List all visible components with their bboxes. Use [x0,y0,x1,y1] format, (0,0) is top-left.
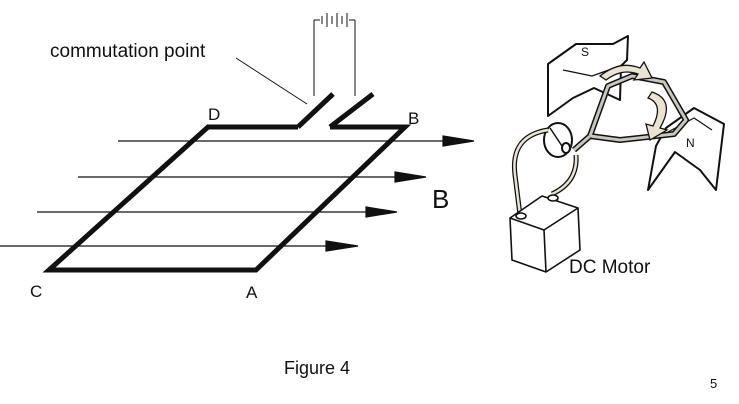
loop-lead-left [296,92,335,129]
battery-box [509,194,581,273]
corner-label-c: C [30,282,43,301]
page-number: 5 [710,376,718,391]
north-pole-label: N [686,136,695,150]
armature-coil [572,73,689,153]
rotation-arrows [598,60,669,142]
lead-wires [511,127,579,216]
magnetic-field-label: B [432,184,450,214]
corner-label-d: D [208,105,221,124]
field-arrowhead-2 [394,171,427,183]
corner-label-a: A [246,283,258,302]
field-arrowhead-3 [365,206,398,218]
corner-label-b: B [408,109,420,128]
commutator [543,122,573,158]
current-loop [42,124,412,273]
dc-motor-label: DC Motor [569,257,651,278]
dc-motor-illustration [509,35,725,273]
south-pole-label: S [581,45,590,59]
field-arrowhead-1 [442,135,475,147]
field-lines [0,135,475,252]
figure-caption: Figure 4 [284,358,351,378]
loop-lead-right [328,92,375,129]
battery-circuit [313,13,356,96]
field-arrowhead-4 [325,240,359,252]
north-pole [647,107,725,191]
commutation-point-label: commutation point [50,41,206,62]
commutation-pointer [235,57,308,105]
